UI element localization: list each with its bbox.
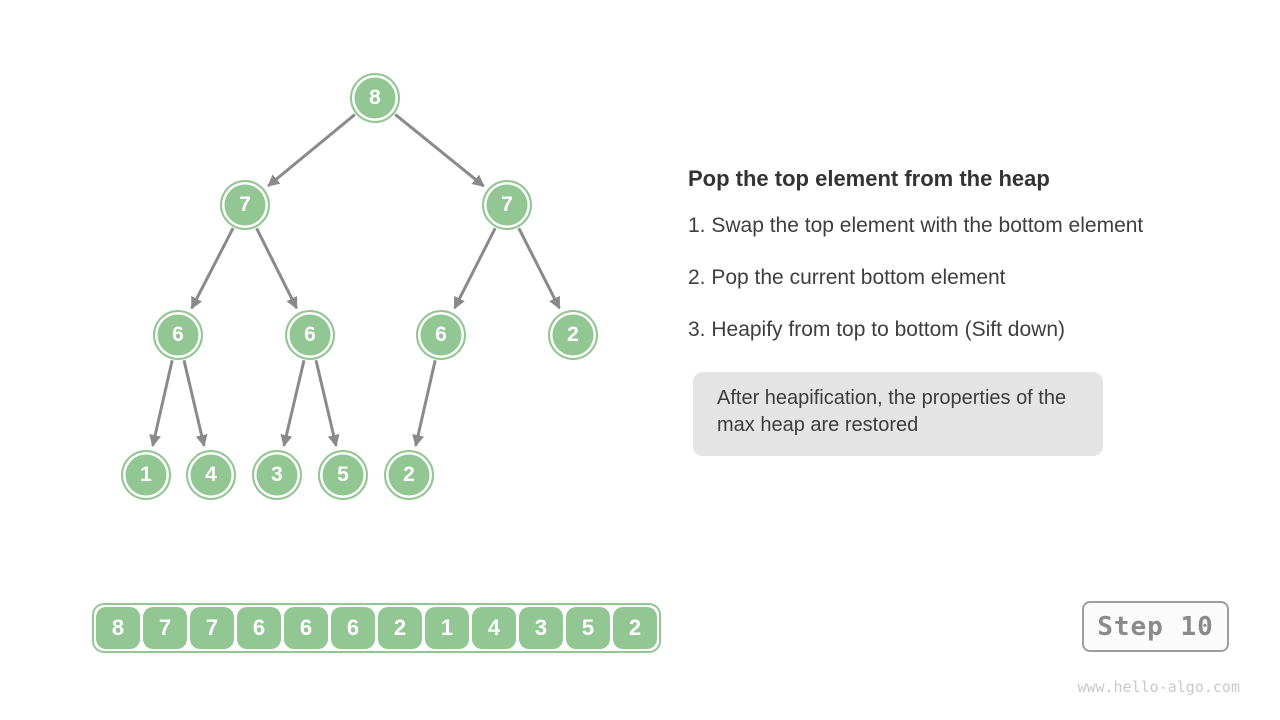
tree-edge (255, 227, 298, 310)
array-cell: 6 (331, 607, 375, 649)
figure-step-2: 2. Pop the current bottom element (688, 266, 1006, 289)
array-cell: 8 (96, 607, 140, 649)
tree-node: 1 (121, 450, 171, 500)
array-cell: 3 (519, 607, 563, 649)
tree-edge (149, 359, 174, 447)
tree-node: 6 (416, 310, 466, 360)
array-cell: 7 (143, 607, 187, 649)
tree-edge (280, 359, 306, 447)
array-cell: 2 (378, 607, 422, 649)
step-indicator: Step 10 (1082, 601, 1229, 652)
tree-edge (412, 359, 437, 447)
tree-node: 3 (252, 450, 302, 500)
tree-node: 5 (318, 450, 368, 500)
array-cell: 1 (425, 607, 469, 649)
tree-edge (190, 227, 235, 310)
tree-node: 6 (285, 310, 335, 360)
tree-edge (182, 359, 208, 447)
tree-node-root: 8 (350, 73, 400, 123)
tree-edge (394, 113, 485, 188)
heapify-note: After heapification, the properties of t… (693, 372, 1103, 456)
tree-node: 6 (153, 310, 203, 360)
figure-title: Pop the top element from the heap (688, 166, 1050, 191)
array-cell: 5 (566, 607, 610, 649)
tree-node: 7 (482, 180, 532, 230)
figure-step-1: 1. Swap the top element with the bottom … (688, 214, 1144, 237)
tree-edge (314, 359, 340, 447)
array-cell: 7 (190, 607, 234, 649)
watermark: www.hello-algo.com (1077, 678, 1240, 696)
figure-step-3: 3. Heapify from top to bottom (Sift down… (688, 318, 1065, 341)
tree-node: 4 (186, 450, 236, 500)
tree-edge (267, 113, 356, 188)
array-cell: 2 (613, 607, 657, 649)
tree-edge (517, 227, 561, 310)
array-cell: 6 (237, 607, 281, 649)
heap-array: 8 7 7 6 6 6 2 1 4 3 5 2 (92, 603, 661, 653)
tree-node: 2 (548, 310, 598, 360)
array-cell: 4 (472, 607, 516, 649)
tree-edge (453, 227, 497, 310)
tree-node: 2 (384, 450, 434, 500)
array-cell: 6 (284, 607, 328, 649)
tree-node: 7 (220, 180, 270, 230)
